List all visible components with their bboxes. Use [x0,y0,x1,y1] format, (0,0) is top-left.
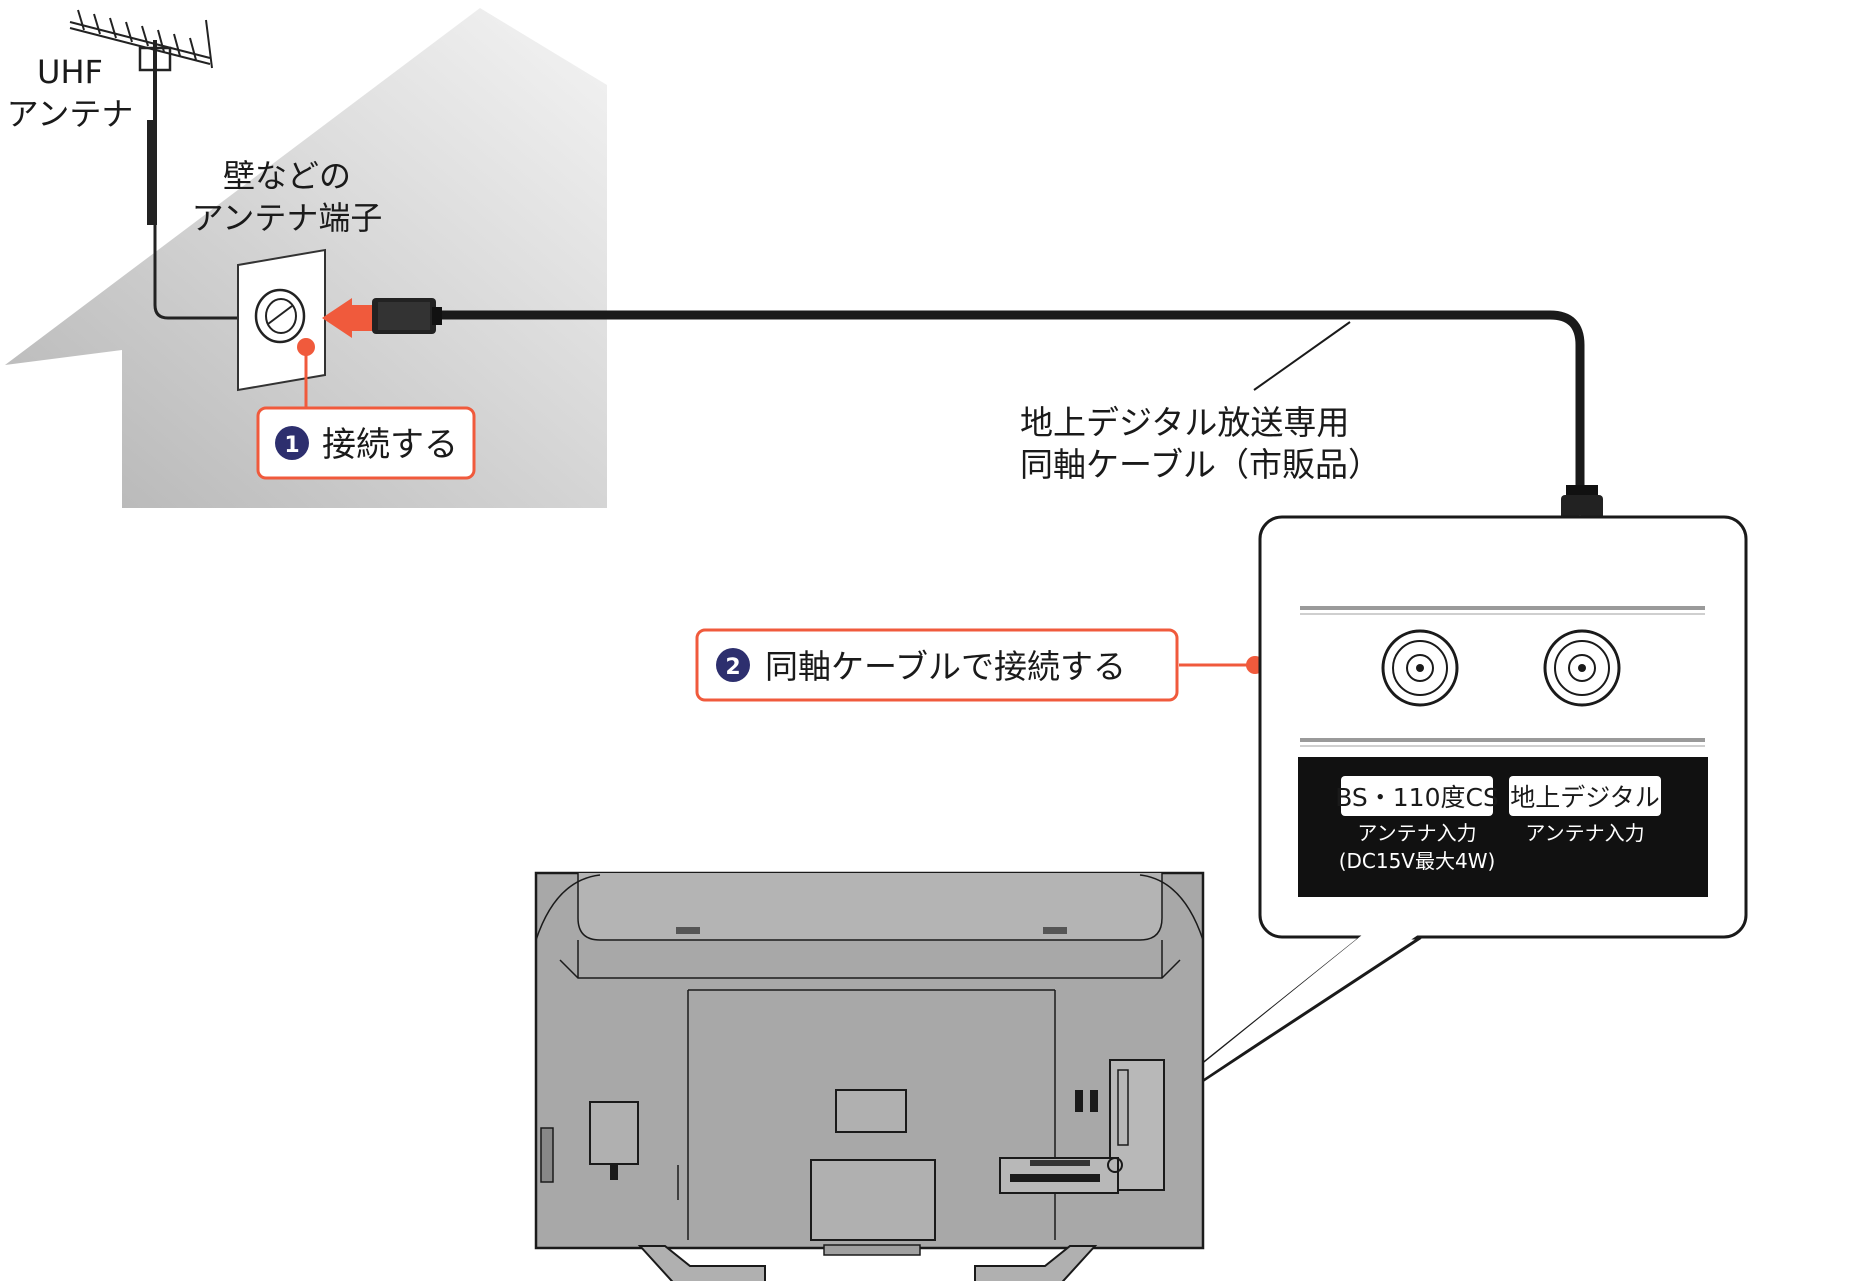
bs-cs-port-sub-line1: アンテナ入力 [1357,821,1476,845]
cable-label-line1: 地上デジタル放送専用 [1020,403,1349,442]
tv-back-view [534,871,1205,1281]
terrestrial-port-label: 地上デジタル [1510,783,1660,812]
terrestrial-antenna-port [1543,629,1621,707]
step-1-badge: 1 [284,433,299,458]
uhf-antenna-icon [69,9,245,320]
uhf-antenna-label-line1: UHF [37,53,103,91]
cable-label-line2: 同軸ケーブル（市販品） [1020,445,1381,484]
terrestrial-port-sub-line1: アンテナ入力 [1525,821,1644,845]
step-2-text: 同軸ケーブルで接続する [765,647,1126,686]
step-2-callout: 2 同軸ケーブルで接続する [695,628,1264,702]
cable-leader-line [1253,321,1351,391]
terminal-panel-zoom: BS・110度CS アンテナ入力 (DC15V最大4W) 地上デジタル アンテナ… [1090,515,1748,1155]
uhf-antenna-label-line2: アンテナ [7,95,134,133]
step-2-badge: 2 [725,655,740,680]
wall-antenna-terminal [237,248,326,410]
bs-cs-antenna-port [1381,629,1459,707]
step-1-callout: 1 接続する [256,406,476,480]
wall-terminal-label-line1: 壁などの [223,157,351,195]
bs-cs-port-label: BS・110度CS [1335,783,1499,812]
step-1-text: 接続する [322,425,458,465]
bs-cs-port-sub-line2: (DC15V最大4W) [1339,849,1496,873]
wall-terminal-label-line2: アンテナ端子 [192,199,383,237]
